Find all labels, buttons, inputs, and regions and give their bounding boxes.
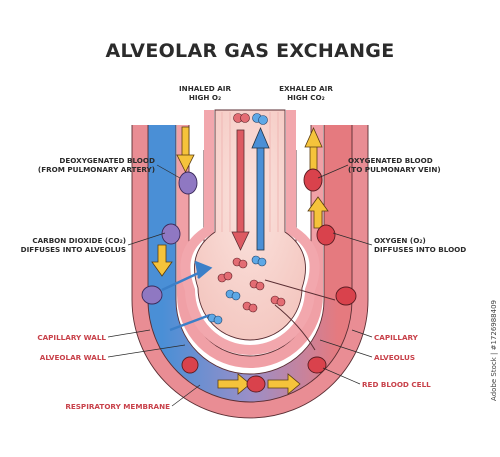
inhaled-air-label-line1: INHALED AIR xyxy=(179,84,231,93)
deoxygenated-red-blood-cells xyxy=(141,171,198,305)
blood-flow-arrow-right-up xyxy=(307,196,329,229)
deoxygenated-blood-label: DEOXYGENATED BLOOD (FROM PULMONARY ARTER… xyxy=(20,156,155,174)
red-blood-cell-label: RED BLOOD CELL xyxy=(362,380,431,389)
deoxygenated-blood-label-line2: (FROM PULMONARY ARTERY) xyxy=(37,165,155,174)
exhaled-air-label: EXHALED AIR HIGH CO₂ xyxy=(270,84,342,102)
exhaled-air-label-line2: HIGH CO₂ xyxy=(287,93,325,102)
exhaled-air-label-line1: EXHALED AIR xyxy=(279,84,333,93)
oxygenated-blood-label-line1: OXYGENATED BLOOD xyxy=(348,156,433,165)
exhaled-air-arrow xyxy=(251,126,270,251)
capillary-label: CAPILLARY xyxy=(374,333,418,342)
co2-diffusion-label: CARBON DIOXIDE (CO₂) DIFFUSES INTO ALVEO… xyxy=(8,236,126,254)
stock-watermark: Adobe Stock | #1726988409 xyxy=(490,300,498,401)
capillary-wall-label: CAPILLARY WALL xyxy=(37,333,106,342)
inhaled-air-arrow xyxy=(231,129,250,251)
co2-diffusion-label-line2: DIFFUSES INTO ALVEOLUS xyxy=(20,245,126,254)
co2-diffusion-arrow xyxy=(161,260,213,332)
o2-diffusion-label-line1: OXYGEN (O₂) xyxy=(374,236,426,245)
deoxygenated-blood-label-line1: DEOXYGENATED BLOOD xyxy=(59,156,155,165)
inhaled-air-label-line2: HIGH O₂ xyxy=(188,93,222,102)
inhaled-air-label: INHALED AIR HIGH O₂ xyxy=(170,84,240,102)
o2-diffusion-arrow xyxy=(264,279,336,351)
capillary-inner-wall xyxy=(177,125,323,368)
airway-stripes xyxy=(221,112,279,232)
oxygenated-blood-label-line2: (TO PULMONARY VEIN) xyxy=(348,165,441,174)
capillary-outer-wall xyxy=(132,125,368,418)
diagram-title: ALVEOLAR GAS EXCHANGE xyxy=(105,40,395,62)
alveolus-label: ALVEOLUS xyxy=(374,353,416,362)
alveolar-wall-shape xyxy=(180,110,320,355)
oxygenated-blood-label: OXYGENATED BLOOD (TO PULMONARY VEIN) xyxy=(348,156,488,174)
alveolar-wall-label: ALVEOLAR WALL xyxy=(39,353,106,362)
co2-diffusion-label-line1: CARBON DIOXIDE (CO₂) xyxy=(32,236,126,245)
blood-flow-arrow-in xyxy=(176,126,195,173)
label-leader-lines xyxy=(107,164,373,407)
blood-flow-arrow-left xyxy=(151,244,173,277)
oxygenated-red-blood-cells xyxy=(181,168,357,393)
o2-diffusion-label-line2: DIFFUSES INTO BLOOD xyxy=(374,245,467,254)
respiratory-membrane-label: RESPIRATORY MEMBRANE xyxy=(65,402,170,411)
o2-diffusion-label: OXYGEN (O₂) DIFFUSES INTO BLOOD xyxy=(374,236,498,254)
blood-flow-arrow-bottom xyxy=(217,373,301,395)
oxygen-molecules xyxy=(217,113,286,313)
carbon-dioxide-molecules xyxy=(207,113,268,325)
